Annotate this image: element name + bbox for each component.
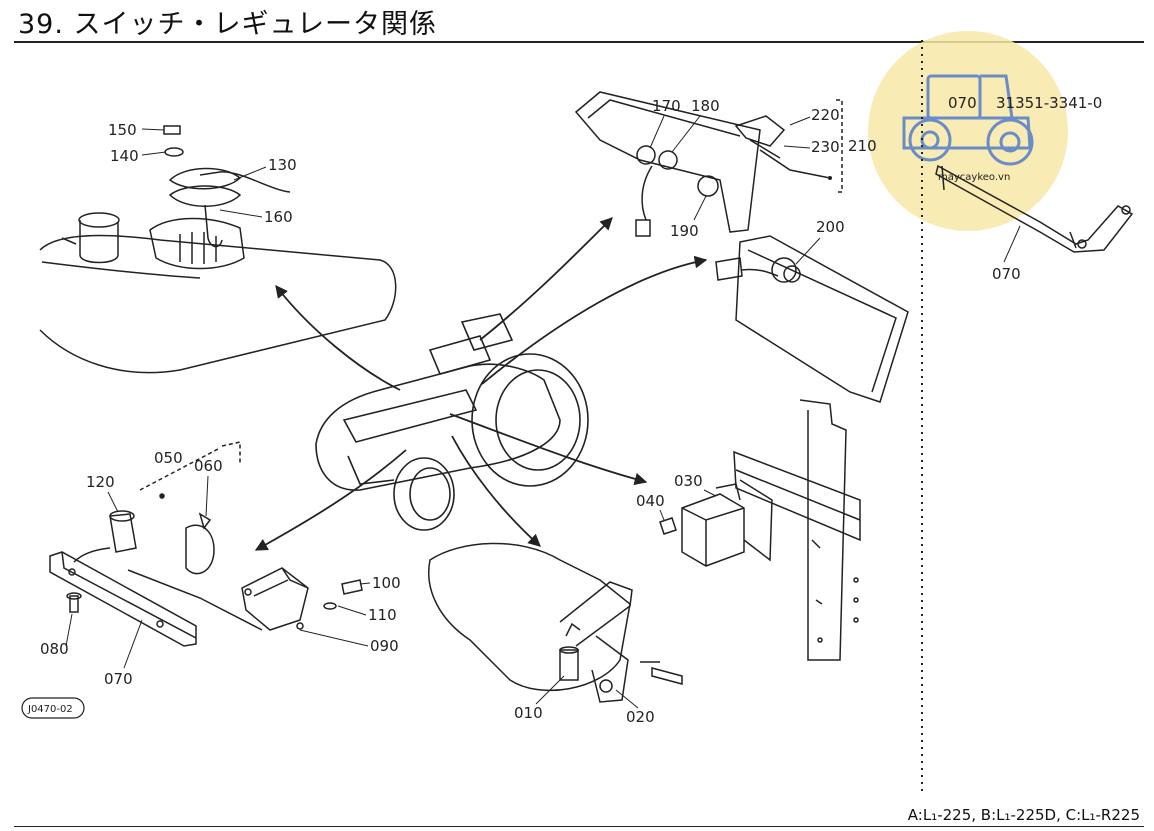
callout-230: 230 (811, 138, 840, 156)
callout-050: 050 (154, 449, 183, 467)
callout-070-right: 070 (992, 265, 1021, 283)
callout-190: 190 (670, 222, 699, 240)
engine-switch-assembly (428, 542, 683, 703)
regulator-panel (715, 235, 909, 403)
inset-callout: 070 (948, 94, 977, 112)
frame-structure (733, 399, 861, 661)
callout-150: 150 (108, 121, 137, 139)
title-rule (14, 41, 1144, 43)
inset-bracket (935, 164, 1134, 253)
watermark-logo: maycaykeo.vn (868, 31, 1068, 231)
fuel-tank-assembly (39, 125, 397, 374)
flasher-unit (241, 567, 363, 631)
callout-090: 090 (370, 637, 399, 655)
dashboard-switch-assembly (574, 91, 843, 237)
callout-210: 210 (848, 137, 877, 155)
callout-180: 180 (691, 97, 720, 115)
callout-120: 120 (86, 473, 115, 491)
callout-110: 110 (368, 606, 397, 624)
callout-140: 140 (110, 147, 139, 165)
footer-rule (14, 826, 1144, 827)
callout-060: 060 (194, 457, 223, 475)
callout-080: 080 (40, 640, 69, 658)
callout-040: 040 (636, 492, 665, 510)
figure-code-badge: J0470-02 (21, 697, 85, 719)
callout-220: 220 (811, 106, 840, 124)
callout-070-left: 070 (104, 670, 133, 688)
callout-010: 010 (514, 704, 543, 722)
tractor-body (315, 313, 589, 531)
callout-160: 160 (264, 208, 293, 226)
applicability-note: A:L₁-225, B:L₁-225D, C:L₁-R225 (907, 806, 1140, 824)
svg-text:J0470-02: J0470-02 (27, 704, 73, 715)
callout-200: 200 (816, 218, 845, 236)
reference-arrows (254, 217, 708, 551)
callout-030: 030 (674, 472, 703, 490)
callout-170: 170 (652, 97, 681, 115)
watermark-text: maycaykeo.vn (938, 172, 1010, 183)
callout-020: 020 (626, 708, 655, 726)
relay-bracket-assembly (49, 441, 263, 647)
inset-part-number: 31351-3341-0 (996, 94, 1102, 112)
relay-030 (659, 483, 745, 567)
callout-130: 130 (268, 156, 297, 174)
page-title: 39. スイッチ・レギュレータ関係 (18, 9, 437, 40)
callout-100: 100 (372, 574, 401, 592)
